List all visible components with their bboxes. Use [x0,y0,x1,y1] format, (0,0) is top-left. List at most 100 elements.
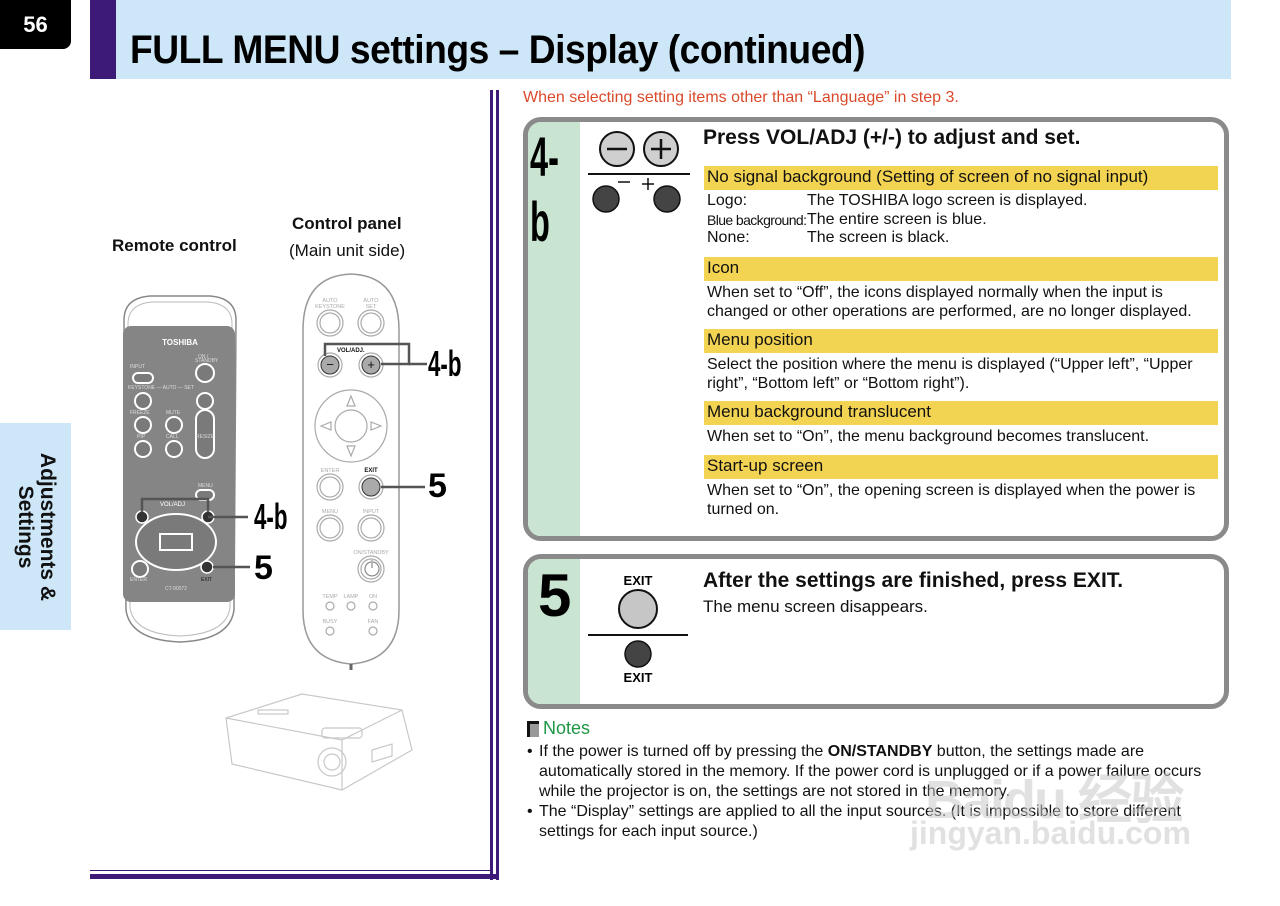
notes-title: Notes [543,718,591,738]
page-title: FULL MENU settings – Display (continued) [130,28,866,72]
page-number: 56 [0,0,71,49]
svg-text:MENU: MENU [322,509,338,515]
watermark: Baidu 经验 jingyan.baidu.com [905,715,1205,855]
exit-label-top: EXIT [624,573,653,588]
option-term: Logo: [707,192,748,209]
step-5-panel: 5 EXIT EXIT After the settings are finis… [523,554,1229,709]
callout-step-5-panel: 5 [428,467,447,505]
setting-desc-menu-position: Select the position where the menu is di… [707,356,1193,392]
option-logo: Logo: The TOSHIBA logo screen is displaye… [707,192,1217,211]
note-text-part: If the power is turned off by pressing t… [539,743,828,760]
option-desc: The screen is black. [807,229,950,246]
svg-text:PIP: PIP [137,434,146,440]
setting-title-no-signal-background: No signal background (Setting of screen … [704,166,1218,190]
svg-text:TEMP: TEMP [322,594,338,600]
svg-text:STANDBY: STANDBY [195,358,219,364]
option-desc: The entire screen is blue. [807,210,987,228]
frame-divider [90,870,490,871]
side-tab-line-2: Settings [13,485,37,568]
setting-title-menu-position: Menu position [704,329,1218,353]
svg-text:RESIZE: RESIZE [196,434,215,440]
svg-text:EXIT: EXIT [201,577,212,583]
svg-text:ON: ON [369,594,377,600]
step-context-hint: When selecting setting items other than … [523,89,959,106]
svg-text:INPUT: INPUT [130,364,145,370]
svg-text:+: + [367,357,375,372]
callout-step-4b-remote: 4-b [254,496,288,537]
svg-text:ON /: ON / [198,354,209,360]
step-4b-panel: 4-b Press VOL/ADJ (+/-) to adjust and se… [523,117,1229,541]
svg-text:ENTER: ENTER [321,468,340,474]
note-text-bold: ON/STANDBY [827,743,933,760]
svg-text:VOL/ADJ.: VOL/ADJ. [337,348,365,354]
watermark-logo: Baidu 经验 [925,770,1184,830]
control-panel-sublabel: (Main unit side) [289,241,406,260]
svg-text:INPUT: INPUT [363,509,380,515]
option-blue-background: Blue background:The entire screen is blu… [707,211,1217,230]
notes-section: Notes • If the power is turned off by pr… [527,718,1232,842]
remote-brand: TOSHIBA [162,338,198,347]
step-5-heading: After the settings are finished, press E… [703,569,1124,592]
option-term: None: [707,229,750,246]
setting-desc-start-up-screen: When set to “On”, the opening screen is … [707,482,1196,518]
remote-control-label: Remote control [112,236,237,255]
setting-title-start-up-screen: Start-up screen [704,455,1218,479]
note-text: The “Display” settings are applied to al… [539,803,1181,840]
svg-text:EXIT: EXIT [364,468,378,474]
svg-text:FAN: FAN [368,619,379,625]
callout-step-4b-panel: 4-b [428,343,462,384]
exit-label-bottom: EXIT [624,670,653,685]
svg-text:MENU: MENU [198,483,213,489]
svg-text:VOL/ADJ: VOL/ADJ [160,502,185,508]
step-4b-heading: Press VOL/ADJ (+/-) to adjust and set. [703,126,1081,149]
setting-title-icon: Icon [704,257,1218,281]
svg-text:AUTO: AUTO [322,298,338,304]
setting-desc-menu-background-translucent: When set to “On”, the menu background be… [707,428,1150,445]
frame-divider [90,874,499,879]
frame-divider [496,90,499,880]
option-term: Blue background: [707,211,807,228]
callout-step-5-remote: 5 [254,549,273,587]
note-item: • The “Display” settings are applied to … [527,802,1232,842]
note-text-part: button, the settings made are automatica… [539,743,1202,800]
notes-heading: Notes [527,718,1232,739]
svg-text:MUTE: MUTE [166,410,181,416]
step-number-column: 5 [528,559,580,704]
no-signal-background-options: Logo: The TOSHIBA logo screen is displaye… [707,192,1217,248]
svg-text:BUSY: BUSY [323,619,338,625]
svg-text:KEYSTONE — AUTO — SET: KEYSTONE — AUTO — SET [128,385,194,391]
title-bar: FULL MENU settings – Display (continued) [90,0,1231,79]
remote-control-illustration: TOSHIBA INPUT ON /STANDBY KEYSTONE — AUTO… [123,295,250,643]
svg-text:KEYSTONE: KEYSTONE [315,304,345,310]
svg-text:FREEZE: FREEZE [130,410,150,416]
exit-button-icon: EXIT EXIT [588,573,688,685]
svg-text:AUTO: AUTO [363,298,379,304]
watermark-url: jingyan.baidu.com [910,815,1191,851]
section-side-tab[interactable]: Adjustments & Settings [0,423,71,630]
option-none: None: The screen is black. [707,229,1217,248]
svg-text:LAMP: LAMP [344,594,359,600]
svg-text:CALL: CALL [166,434,179,440]
step-number-column: 4-b [528,122,580,536]
setting-title-menu-background-translucent: Menu background translucent [704,401,1218,425]
step-number: 4-b [530,125,559,253]
note-text: If the power is turned off by pressing t… [539,742,1232,802]
option-desc: The TOSHIBA logo screen is displayed. [807,192,1088,209]
step-number: 5 [538,562,572,629]
step-5-description: The menu screen disappears. [703,597,928,616]
svg-text:SET: SET [366,304,377,310]
svg-text:ON/STANDBY: ON/STANDBY [353,550,389,556]
side-tab-line-1: Adjustments & [35,452,59,601]
side-tab-label: Adjustments & Settings [13,452,59,601]
note-item: • If the power is turned off by pressing… [527,742,1232,802]
svg-text:CT-90072: CT-90072 [165,586,187,592]
vol-adj-buttons-icon [588,131,690,213]
title-accent [90,0,116,79]
notes-icon [527,720,539,737]
bullet: • [527,803,533,820]
projector-illustration [225,693,413,791]
svg-text:ENTER: ENTER [130,577,147,583]
frame-divider [490,90,493,880]
bullet: • [527,743,533,760]
setting-desc-icon: When set to “Off”, the icons displayed n… [707,284,1192,320]
